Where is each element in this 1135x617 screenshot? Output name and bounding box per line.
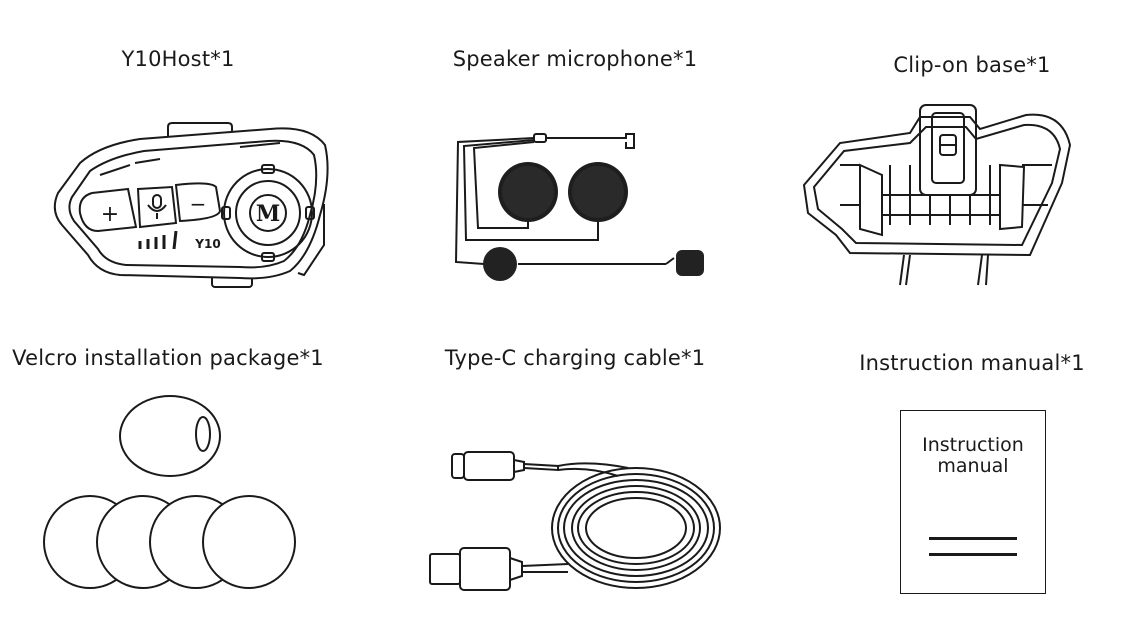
manual-cover-title-line1: Instruction — [922, 434, 1024, 456]
manual-divider-line — [929, 553, 1017, 556]
item-label-speaker-microphone: Speaker microphone*1 — [452, 47, 698, 71]
host-model-mark: Y10 — [194, 237, 220, 251]
host-plus-button: + — [101, 202, 119, 227]
item-label-clip-base: Clip-on base*1 — [893, 53, 1051, 77]
manual-cover-title-line2: manual — [937, 455, 1009, 477]
item-label-cable: Type-C charging cable*1 — [444, 346, 706, 370]
headset-host-icon: + − M Y10 — [40, 115, 340, 295]
host-minus-button: − — [190, 192, 207, 216]
speaker-microphone-icon — [448, 128, 718, 288]
item-label-host: Y10Host*1 — [121, 47, 235, 71]
manual-booklet-icon: Instruction manual — [900, 410, 1046, 594]
manual-divider-line — [929, 537, 1017, 540]
item-label-velcro: Velcro installation package*1 — [12, 346, 324, 370]
velcro-pads-icon — [40, 388, 300, 598]
host-logo: M — [256, 201, 280, 227]
clip-base-icon — [800, 104, 1080, 286]
host-mic-icon — [147, 194, 167, 219]
item-label-manual: Instruction manual*1 — [859, 351, 1085, 375]
usb-cable-icon — [428, 448, 728, 593]
